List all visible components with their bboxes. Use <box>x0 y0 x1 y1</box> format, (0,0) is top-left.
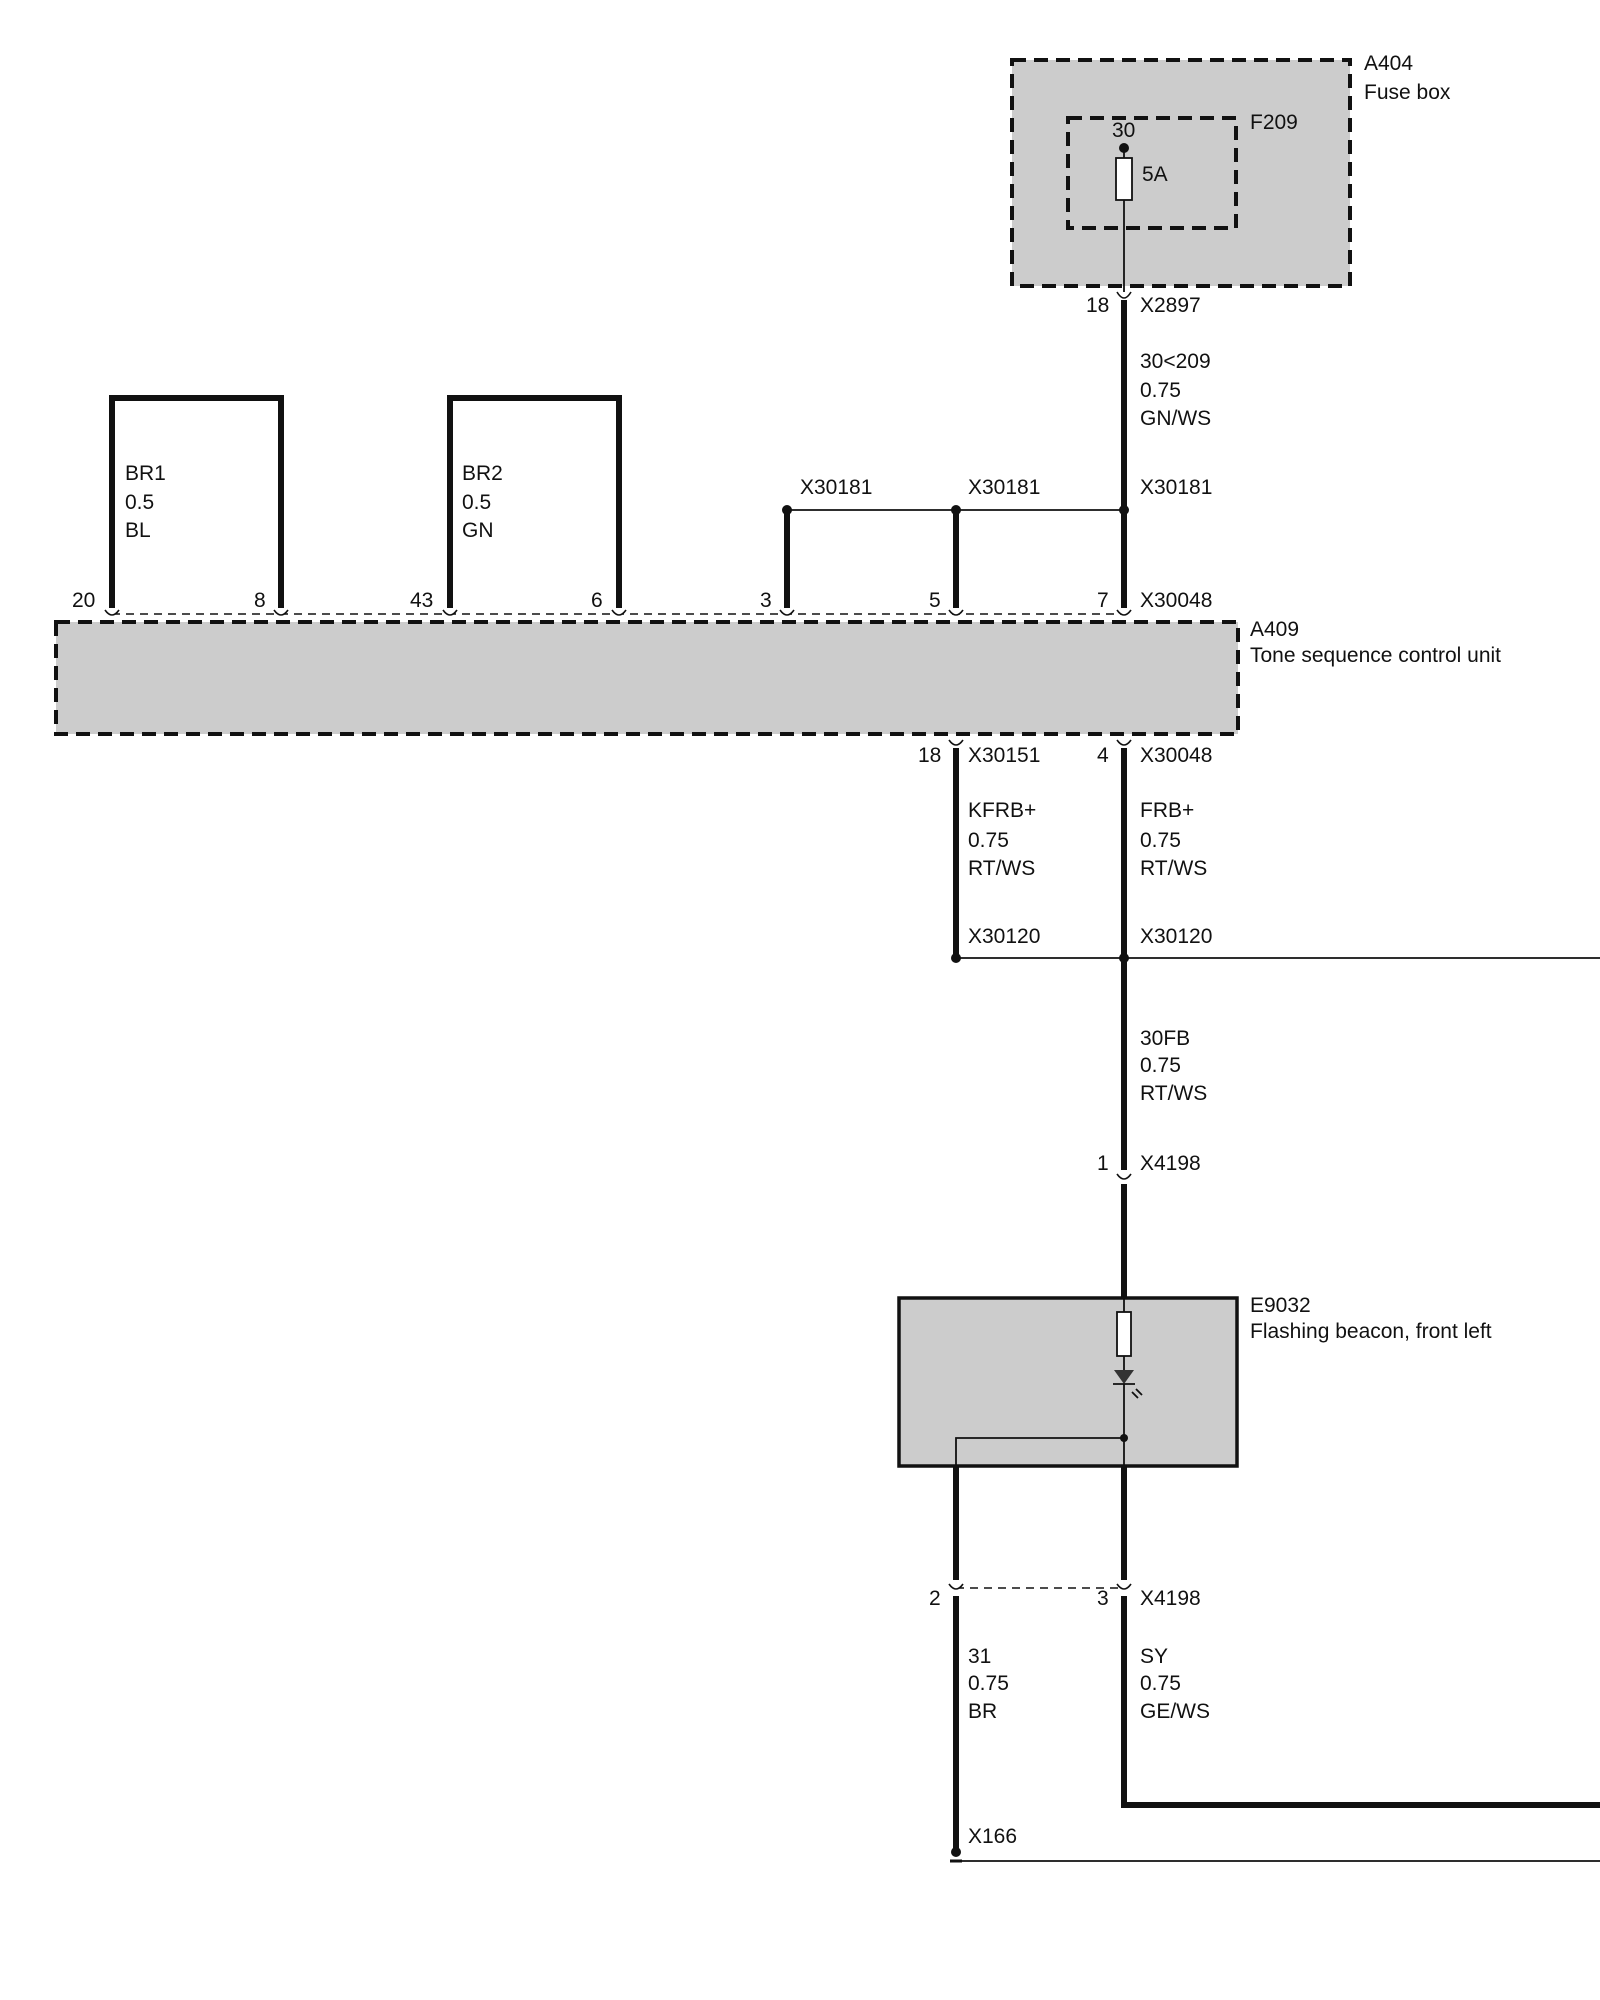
wire-br1-signal: BR1 <box>125 462 166 485</box>
wire-sy <box>1121 1596 1600 1808</box>
connector-pin-icon <box>1116 1173 1132 1180</box>
pin-label: 20 <box>72 589 95 612</box>
beacon-ground-path <box>955 1437 1124 1466</box>
control-unit-a409 <box>54 620 1240 736</box>
wire-31-color: BR <box>968 1700 997 1723</box>
connector-pin-icon <box>1116 739 1132 746</box>
connector-pin-icon <box>1116 609 1132 616</box>
wire-sy-size: 0.75 <box>1140 1672 1181 1695</box>
fuse-terminal: 30 <box>1112 119 1135 142</box>
wire-frb-size: 0.75 <box>1140 829 1181 852</box>
x4198-bottom-id: X4198 <box>1140 1587 1201 1610</box>
connector-pin-icon <box>779 609 795 616</box>
connector-pin-icon <box>442 609 458 616</box>
wire-30-209-size: 0.75 <box>1140 379 1181 402</box>
wire-br2-size: 0.5 <box>462 491 491 514</box>
x4198-bottom-pin: 2 <box>929 1587 941 1610</box>
splice-dot <box>1119 505 1129 515</box>
connector-pin-icon <box>104 609 120 616</box>
fuse-rating: 5A <box>1142 163 1168 186</box>
x4198-top-id: X4198 <box>1140 1152 1201 1175</box>
fuse-icon <box>1115 157 1133 201</box>
wire-kfrb-signal: KFRB+ <box>968 799 1036 822</box>
wire-31-signal: 31 <box>968 1645 991 1668</box>
splice-dot <box>1119 953 1129 963</box>
fuse-box-name: Fuse box <box>1364 81 1451 104</box>
x2897-pin: 18 <box>1086 294 1109 317</box>
wire-br2-signal: BR2 <box>462 462 503 485</box>
pin-label: 5 <box>929 589 941 612</box>
x30048-top-id: X30048 <box>1140 589 1212 612</box>
x30181-label-a: X30181 <box>800 476 872 499</box>
control-unit-name: Tone sequence control unit <box>1250 644 1501 667</box>
wire-frb-color: RT/WS <box>1140 857 1207 880</box>
wire-30fb-color: RT/WS <box>1140 1082 1207 1105</box>
wire-br1-size: 0.5 <box>125 491 154 514</box>
wire-30-209-signal: 30<209 <box>1140 350 1211 373</box>
x30181-label-b: X30181 <box>968 476 1040 499</box>
x4198-top-pin: 1 <box>1097 1152 1109 1175</box>
fuse-id: F209 <box>1250 111 1298 134</box>
light-ray-icon <box>1135 1388 1143 1396</box>
x166-label: X166 <box>968 1825 1017 1848</box>
pin-label: 8 <box>254 589 266 612</box>
fuse-f209-box <box>1066 116 1238 230</box>
x4198-bottom-pin: 3 <box>1097 1587 1109 1610</box>
wire-30fb-signal: 30FB <box>1140 1027 1190 1050</box>
led-icon <box>1114 1370 1134 1384</box>
junction-dot <box>1120 1434 1128 1442</box>
wire-30-209-color: GN/WS <box>1140 407 1211 430</box>
wire-30fb-size: 0.75 <box>1140 1054 1181 1077</box>
beacon-id: E9032 <box>1250 1294 1311 1317</box>
wire-sy-color: GE/WS <box>1140 1700 1210 1723</box>
light-ray-icon <box>1131 1391 1139 1399</box>
x2897-id: X2897 <box>1140 294 1201 317</box>
connector-pin-icon <box>1116 291 1132 299</box>
beacon-e9032 <box>897 1296 1239 1468</box>
wire-br1-loop <box>109 395 284 608</box>
control-unit-id: A409 <box>1250 618 1299 641</box>
pin-label: 43 <box>410 589 433 612</box>
x30151-pin: 18 <box>918 744 941 767</box>
wire-kfrb-size: 0.75 <box>968 829 1009 852</box>
x30048-bottom-id: X30048 <box>1140 744 1212 767</box>
pin-label: 6 <box>591 589 603 612</box>
splice-dot <box>951 953 961 963</box>
wire-br1-color: BL <box>125 519 151 542</box>
x30181-label-c: X30181 <box>1140 476 1212 499</box>
connector-pin-icon <box>273 609 289 616</box>
ground-splice-dot <box>951 1847 961 1857</box>
wire-31-size: 0.75 <box>968 1672 1009 1695</box>
connector-pin-icon <box>948 1583 964 1590</box>
wire-br2-loop <box>447 395 622 608</box>
pin-label: 3 <box>760 589 772 612</box>
x30120-label-b: X30120 <box>1140 925 1212 948</box>
wire-kfrb-color: RT/WS <box>968 857 1035 880</box>
connector-pin-icon <box>1116 1583 1132 1590</box>
connector-pin-icon <box>611 609 627 616</box>
pin-label: 7 <box>1097 589 1109 612</box>
wire-frb-signal: FRB+ <box>1140 799 1194 822</box>
wire-sy-signal: SY <box>1140 1645 1168 1668</box>
wire-br2-color: GN <box>462 519 494 542</box>
x30120-label-a: X30120 <box>968 925 1040 948</box>
connector-pin-icon <box>948 609 964 616</box>
fuse-box-a404 <box>1010 58 1352 288</box>
x30048-bottom-pin: 4 <box>1097 744 1109 767</box>
x30151-id: X30151 <box>968 744 1040 767</box>
fuse-box-id: A404 <box>1364 52 1413 75</box>
beacon-name: Flashing beacon, front left <box>1250 1320 1492 1343</box>
connector-pin-icon <box>948 739 964 746</box>
resistor-icon <box>1116 1311 1132 1357</box>
